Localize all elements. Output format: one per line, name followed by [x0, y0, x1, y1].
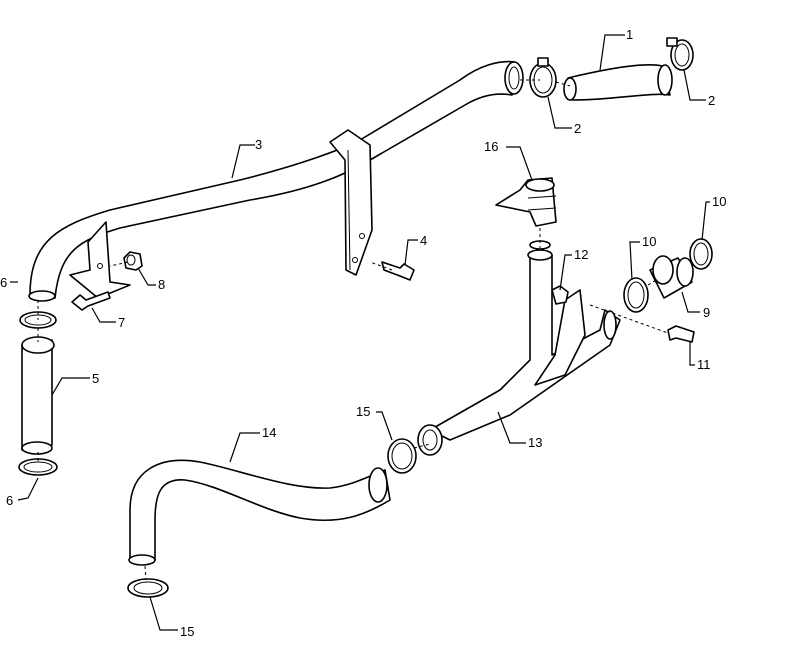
callout-12: 12 [574, 247, 588, 262]
callout-4: 4 [420, 233, 427, 248]
callout-8: 8 [158, 277, 165, 292]
callout-10a: 10 [642, 234, 656, 249]
callout-1: 1 [626, 27, 633, 42]
leader-lines [10, 34, 710, 631]
callout-2b: 2 [708, 93, 715, 108]
callout-11: 11 [697, 357, 711, 372]
clamp-10a [623, 277, 649, 313]
bracket-center [329, 129, 373, 276]
callout-13: 13 [528, 435, 542, 450]
callout-15b: 15 [180, 624, 194, 639]
hose-1 [563, 63, 673, 101]
hose-5 [21, 336, 55, 455]
callout-2a: 2 [574, 121, 581, 136]
clamp-10b [689, 238, 713, 270]
callout-15a: 15 [356, 404, 370, 419]
callout-6b: 6 [6, 493, 13, 508]
bolt-11 [667, 325, 695, 343]
nut-8 [123, 251, 143, 271]
callout-7: 7 [118, 315, 125, 330]
sleeve-9 [649, 255, 694, 299]
callout-labels: 1 2 2 3 4 5 6 6 7 8 9 10 10 11 12 13 14 … [0, 27, 726, 639]
callout-9: 9 [703, 305, 710, 320]
pipe-13 [417, 240, 621, 456]
nut-12 [551, 285, 569, 305]
pipe-14 [128, 459, 391, 566]
pipe-3 [28, 60, 524, 302]
clamp-15a [387, 438, 417, 474]
clamp-2b [666, 37, 694, 71]
bracket-left [69, 221, 131, 299]
clamp-15b [127, 578, 169, 598]
callout-6a: 6 [0, 275, 7, 290]
bolt-4 [381, 261, 415, 281]
bolt-7 [71, 291, 111, 311]
bracket-right [534, 289, 586, 386]
callout-14: 14 [262, 425, 276, 440]
clamp-6b [18, 458, 58, 476]
clamp-2a [529, 57, 557, 98]
alignment-lines [37, 79, 669, 581]
callout-3: 3 [255, 137, 262, 152]
callout-10b: 10 [712, 194, 726, 209]
callout-16: 16 [484, 139, 498, 154]
valve-16 [495, 177, 557, 227]
callout-5: 5 [92, 371, 99, 386]
